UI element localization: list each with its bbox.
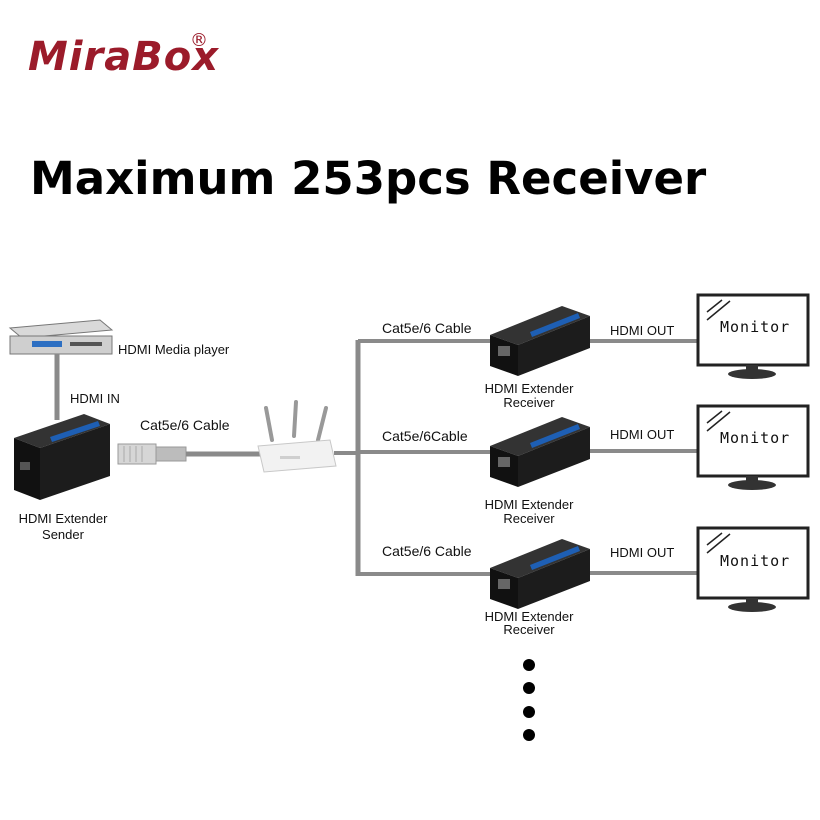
sender-label-line2: Sender xyxy=(42,527,84,542)
branch-cable-label: Cat5e/6 Cable xyxy=(382,543,472,559)
receiver-label-line1: HDMI Extender xyxy=(484,381,574,396)
media-player-icon xyxy=(8,319,114,355)
mirabox-logo: MiraBox xyxy=(28,34,220,80)
hdmi-in-label: HDMI IN xyxy=(70,391,120,406)
branch-cable-label: Cat5e/6 Cable xyxy=(382,320,472,336)
media-player-label: HDMI Media player xyxy=(118,342,230,357)
continuation-dot xyxy=(523,659,535,671)
monitor-icon xyxy=(696,404,810,490)
receiver-label-line1: HDMI Extender xyxy=(484,497,574,512)
receiver-label-line2: Receiver xyxy=(503,511,555,526)
router-icon xyxy=(257,400,337,473)
monitor-icon xyxy=(696,293,810,379)
monitor-label: Monitor xyxy=(720,429,791,447)
continuation-dot xyxy=(523,682,535,694)
monitor-icon xyxy=(696,526,810,612)
hdmi-extender-receiver-icon xyxy=(490,417,590,487)
hdmi-extender-receiver-icon xyxy=(490,539,590,609)
hdmi-out-label: HDMI OUT xyxy=(610,545,675,560)
sender-cable-label: Cat5e/6 Cable xyxy=(140,417,230,433)
hdmi-out-label: HDMI OUT xyxy=(610,427,675,442)
receiver-label-line2: Receiver xyxy=(503,395,555,410)
continuation-dot xyxy=(523,729,535,741)
rj45-plug-icon xyxy=(117,443,187,465)
hdmi-extender-receiver-icon xyxy=(490,306,590,376)
monitor-label: Monitor xyxy=(720,552,791,570)
monitor-label: Monitor xyxy=(720,318,791,336)
receiver-label-line1: HDMI Extender xyxy=(484,609,574,624)
hdmi-out-label: HDMI OUT xyxy=(610,323,675,338)
sender-label-line1: HDMI Extender xyxy=(18,511,108,526)
page-title: Maximum 253pcs Receiver xyxy=(30,152,707,205)
hdmi-extender-sender-icon xyxy=(14,414,110,500)
receiver-label-line2: Receiver xyxy=(503,622,555,637)
branch-cable-label: Cat5e/6Cable xyxy=(382,428,468,444)
registered-mark: ® xyxy=(190,30,208,51)
continuation-dot xyxy=(523,706,535,718)
